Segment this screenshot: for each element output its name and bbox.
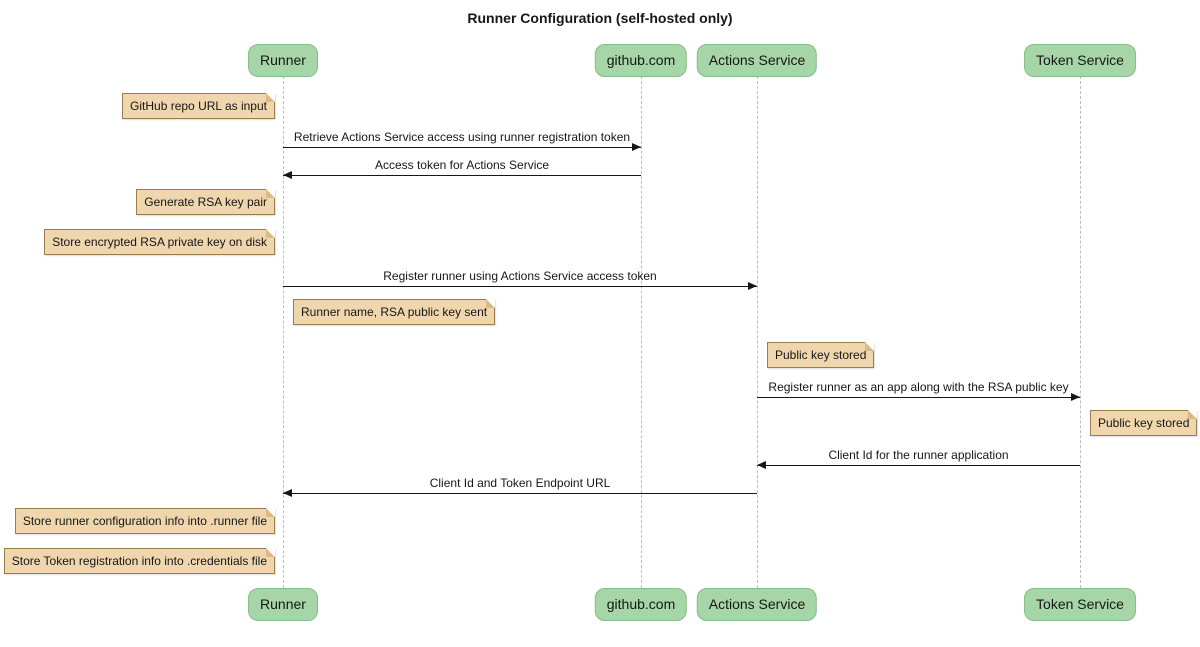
note-label: Generate RSA key pair [144,195,267,209]
message-label-5: Client Id and Token Endpoint URL [429,476,611,490]
note-7: Store Token registration info into .cred… [3,548,275,574]
message-line-2 [283,286,757,287]
message-label-2: Register runner using Actions Service ac… [383,269,657,283]
lifeline-token [1080,76,1081,588]
note-fold-icon [1188,410,1198,419]
participant-github-bottom: github.com [594,588,688,621]
note-fold-icon [865,342,875,351]
note-0: GitHub repo URL as input [122,93,275,119]
message-line-1 [283,175,641,176]
note-label: Store runner configuration info into .ru… [22,514,267,528]
note-label: GitHub repo URL as input [130,99,267,113]
note-3: Runner name, RSA public key sent [293,299,496,325]
note-5: Public key stored [1090,410,1198,436]
lifeline-actions [757,76,758,588]
arrowhead-icon [1071,393,1080,401]
arrowhead-icon [748,282,757,290]
note-label: Runner name, RSA public key sent [301,305,488,319]
participant-token-bottom: Token Service [1024,588,1136,621]
diagram-title: Runner Configuration (self-hosted only) [467,10,733,26]
message-label-3: Register runner as an app along with the… [768,380,1069,394]
participant-actions-bottom: Actions Service [696,588,818,621]
note-fold-icon [266,189,275,198]
note-label: Store encrypted RSA private key on disk [52,235,267,249]
participant-runner-top: Runner [248,44,318,77]
message-label-0: Retrieve Actions Service access using ru… [293,130,631,144]
arrowhead-icon [757,461,766,469]
note-label: Public key stored [1098,416,1190,430]
note-2: Store encrypted RSA private key on disk [44,229,275,255]
message-label-4: Client Id for the runner application [828,448,1009,462]
note-fold-icon [266,548,275,557]
note-1: Generate RSA key pair [136,189,275,215]
note-fold-icon [266,93,275,102]
message-line-4 [757,465,1080,466]
arrowhead-icon [283,171,292,179]
participant-runner-bottom: Runner [248,588,318,621]
message-line-0 [283,147,641,148]
note-label: Store Token registration info into .cred… [11,554,267,568]
note-6: Store runner configuration info into .ru… [14,508,275,534]
message-line-3 [757,397,1080,398]
note-label: Public key stored [775,348,867,362]
note-4: Public key stored [767,342,875,368]
lifeline-runner [283,76,284,588]
message-label-1: Access token for Actions Service [374,158,550,172]
participant-token-top: Token Service [1024,44,1136,77]
message-line-5 [283,493,757,494]
participant-github-top: github.com [594,44,688,77]
note-fold-icon [266,508,275,517]
note-fold-icon [266,229,275,238]
arrowhead-icon [632,143,641,151]
arrowhead-icon [283,489,292,497]
note-fold-icon [486,299,496,308]
lifeline-github [641,76,642,588]
participant-actions-top: Actions Service [696,44,818,77]
